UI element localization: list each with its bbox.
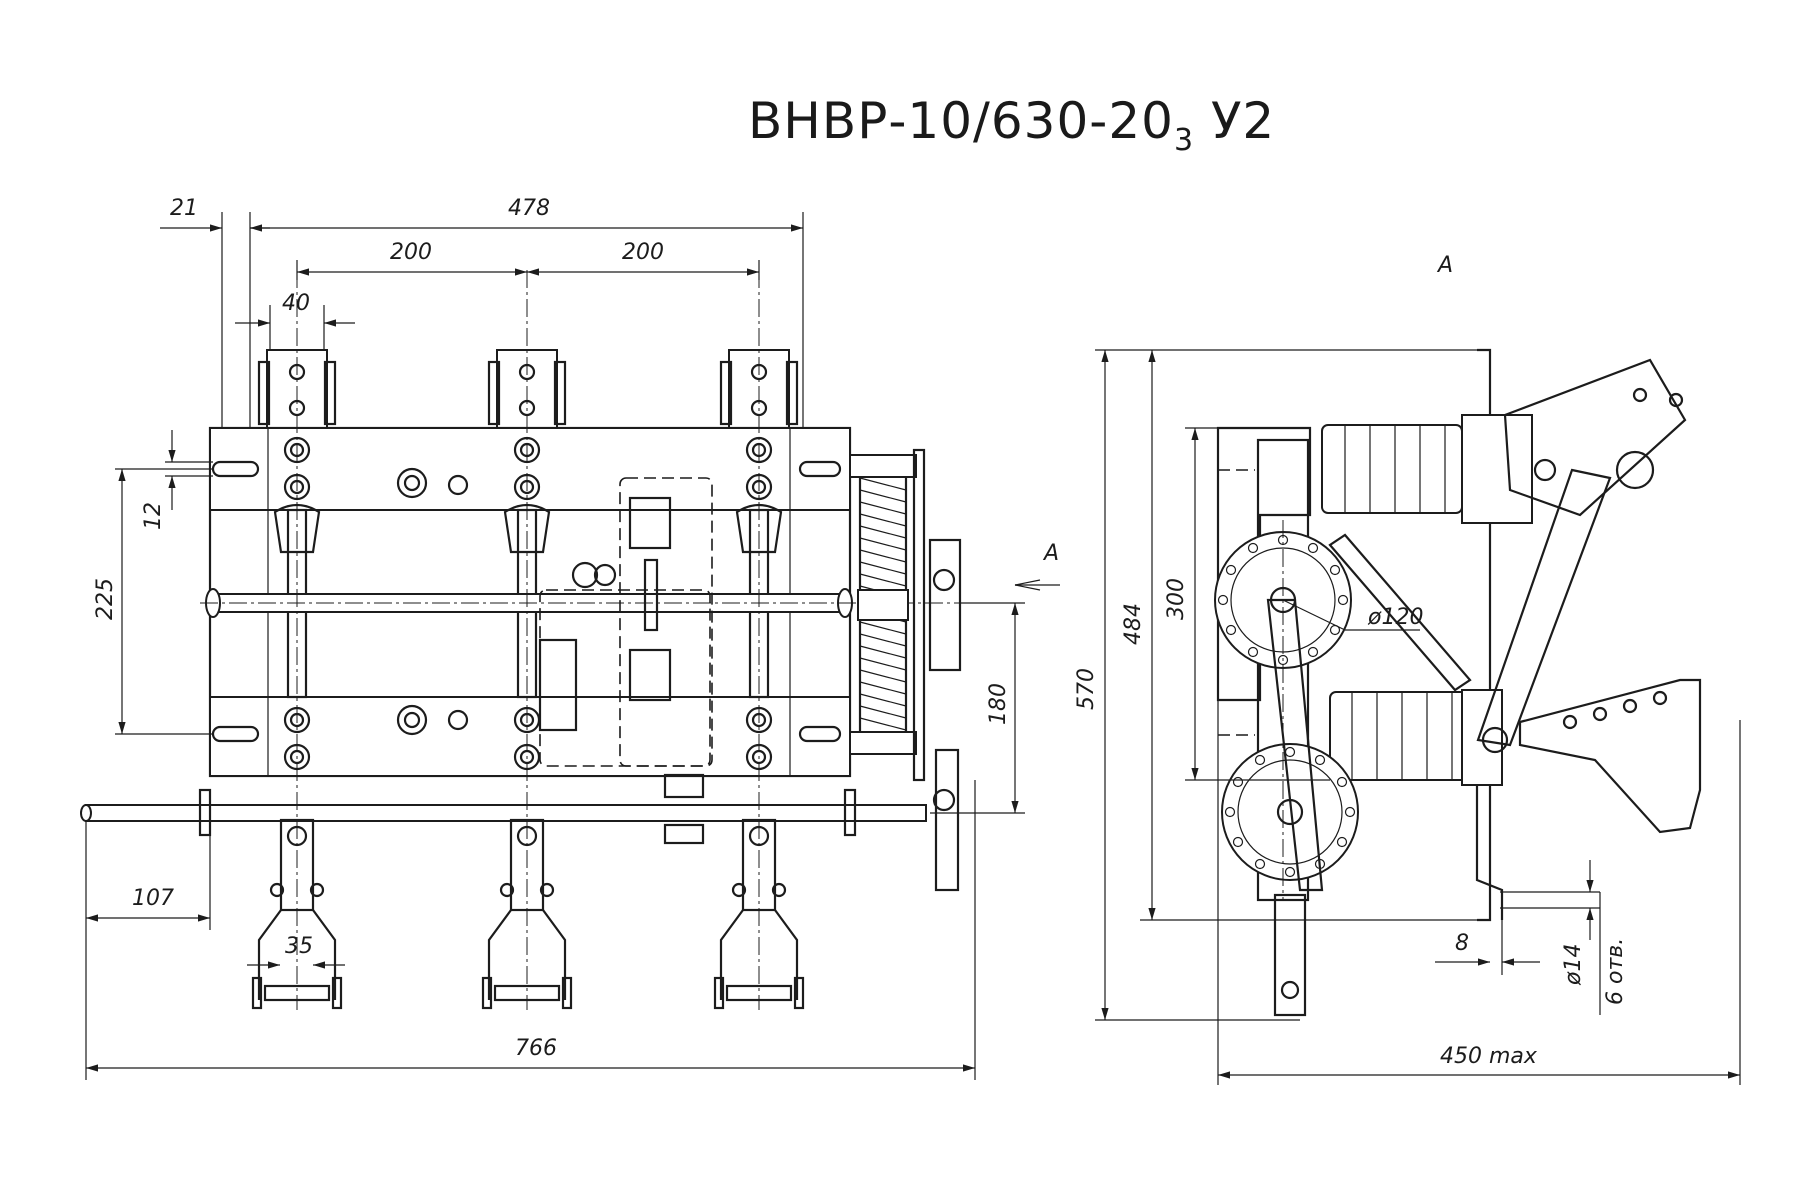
flange-bolt-hole <box>1224 806 1236 818</box>
flange-bolt-hole <box>1307 542 1319 554</box>
drive-spring <box>849 448 962 892</box>
dim-484: 484 <box>1121 603 1146 645</box>
front-view: А 21 478 200 200 40 <box>80 196 1060 1080</box>
dim-6-holes: 6 отв. <box>1603 938 1628 1005</box>
dim-8: 8 <box>1455 931 1469 956</box>
dim-180: 180 <box>986 683 1011 725</box>
title-suffix: У2 <box>1194 92 1276 150</box>
dim-300: 300 <box>1164 578 1189 620</box>
side-dimensions: 570 484 300 ø120 8 ø14 6 <box>1074 349 1741 1085</box>
mounting-plate <box>1477 348 1492 922</box>
dim-766: 766 <box>515 1036 557 1061</box>
flange-bolt-hole <box>1247 542 1259 554</box>
dim-200-left: 200 <box>390 240 432 265</box>
title-main: ВНВР-10/630-20 <box>748 92 1174 150</box>
title-subscript: 3 <box>1173 123 1195 158</box>
dim-phi14: ø14 <box>1561 944 1586 986</box>
contact-arm <box>1476 468 1612 747</box>
view-label: А <box>1436 253 1453 278</box>
dim-200-right: 200 <box>622 240 664 265</box>
flange-bolt-hole <box>1247 646 1259 658</box>
middle-shaft <box>200 588 980 618</box>
flange-bolt-hole <box>1277 534 1289 546</box>
dim-478: 478 <box>508 196 550 221</box>
drawing-title: ВНВР-10/630-203 У2 <box>748 92 1276 158</box>
bottom-terminals <box>251 818 805 1010</box>
connecting-rod <box>1266 598 1324 892</box>
flange-bolt-hole <box>1277 654 1289 666</box>
upper-rail <box>209 427 851 511</box>
dim-450max: 450 max <box>1440 1044 1538 1069</box>
dim-107: 107 <box>132 886 174 911</box>
flange-bolt-hole <box>1314 754 1326 766</box>
flange-bolt-hole <box>1254 858 1266 870</box>
dim-12: 12 <box>141 502 166 530</box>
top-terminals <box>257 349 799 429</box>
arc-chute <box>1503 358 1687 517</box>
flange-bolt-hole <box>1232 776 1244 788</box>
lower-insulator <box>1329 689 1503 786</box>
side-view-a: А <box>1074 253 1741 1085</box>
flange-bolt-hole <box>1254 754 1266 766</box>
arrow-label: А <box>1042 541 1059 566</box>
dim-35: 35 <box>285 934 313 959</box>
front-dimensions: 21 478 200 200 40 12 225 <box>85 196 1025 1080</box>
dim-40: 40 <box>282 291 310 316</box>
flange-bolt-hole <box>1344 806 1356 818</box>
flange-bolt-hole <box>1284 866 1296 878</box>
dim-21: 21 <box>170 196 198 221</box>
flange-bolt-hole <box>1232 836 1244 848</box>
dim-570: 570 <box>1074 668 1099 710</box>
flange-bolt-hole <box>1217 594 1229 606</box>
earthing-blade <box>1518 678 1702 834</box>
upper-insulator <box>1321 414 1533 524</box>
flange-bolt-hole <box>1307 646 1319 658</box>
flange-bolt-hole <box>1225 564 1237 576</box>
bottom-shaft <box>80 788 927 837</box>
lower-flange <box>1221 743 1359 881</box>
flange-bolt-hole <box>1329 624 1341 636</box>
flange-bolt-hole <box>1314 858 1326 870</box>
flange-bolt-hole <box>1336 836 1348 848</box>
flange-bolt-hole <box>1329 564 1341 576</box>
flange-bolt-hole <box>1337 594 1349 606</box>
flange-bolt-hole <box>1336 776 1348 788</box>
dim-225: 225 <box>93 578 118 620</box>
flange-bolt-hole <box>1225 624 1237 636</box>
dim-phi120: ø120 <box>1367 605 1423 630</box>
flange-bolt-hole <box>1284 746 1296 758</box>
